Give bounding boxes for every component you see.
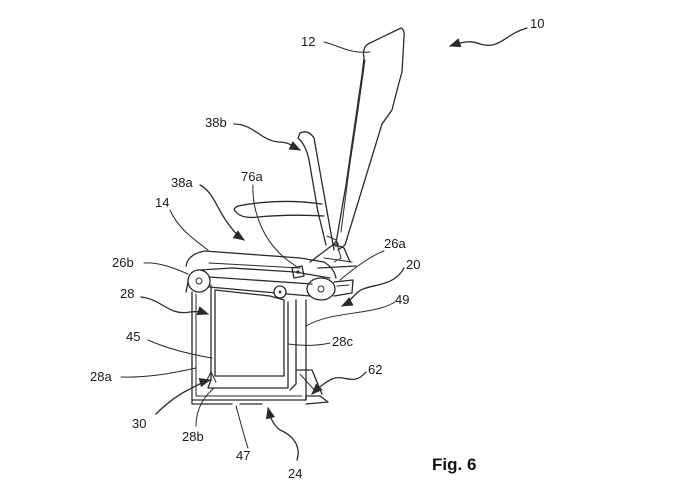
base-housing — [191, 284, 329, 405]
ref-28a: 28a — [90, 369, 112, 384]
ref-28c: 28c — [332, 334, 353, 349]
ref-28b: 28b — [182, 429, 204, 444]
leader-lines — [120, 27, 528, 461]
ref-14: 14 — [155, 195, 169, 210]
ref-49: 49 — [395, 292, 409, 307]
ref-30: 30 — [132, 416, 146, 431]
ref-45: 45 — [126, 329, 140, 344]
pivot-rear — [306, 277, 354, 301]
ref-26a: 26a — [384, 236, 406, 251]
backrest — [335, 27, 405, 251]
ref-12: 12 — [301, 34, 315, 49]
ref-24: 24 — [288, 466, 302, 481]
ref-26b: 26b — [112, 255, 134, 270]
armrest — [233, 131, 342, 263]
seat-cushion — [185, 243, 357, 279]
ref-76a: 76a — [241, 169, 263, 184]
ref-47: 47 — [236, 448, 250, 463]
ref-62: 62 — [368, 362, 382, 377]
ref-28: 28 — [120, 286, 134, 301]
ref-38a: 38a — [171, 175, 193, 190]
figure-caption: Fig. 6 — [432, 455, 476, 474]
ref-20: 20 — [406, 257, 420, 272]
ref-10: 10 — [530, 16, 544, 31]
reference-labels: 10 12 38b 38a 76a 14 26a 26b 20 28 49 45… — [90, 16, 544, 481]
ref-38b: 38b — [205, 115, 227, 130]
link-bar — [208, 276, 313, 299]
pivot-front — [185, 269, 211, 293]
